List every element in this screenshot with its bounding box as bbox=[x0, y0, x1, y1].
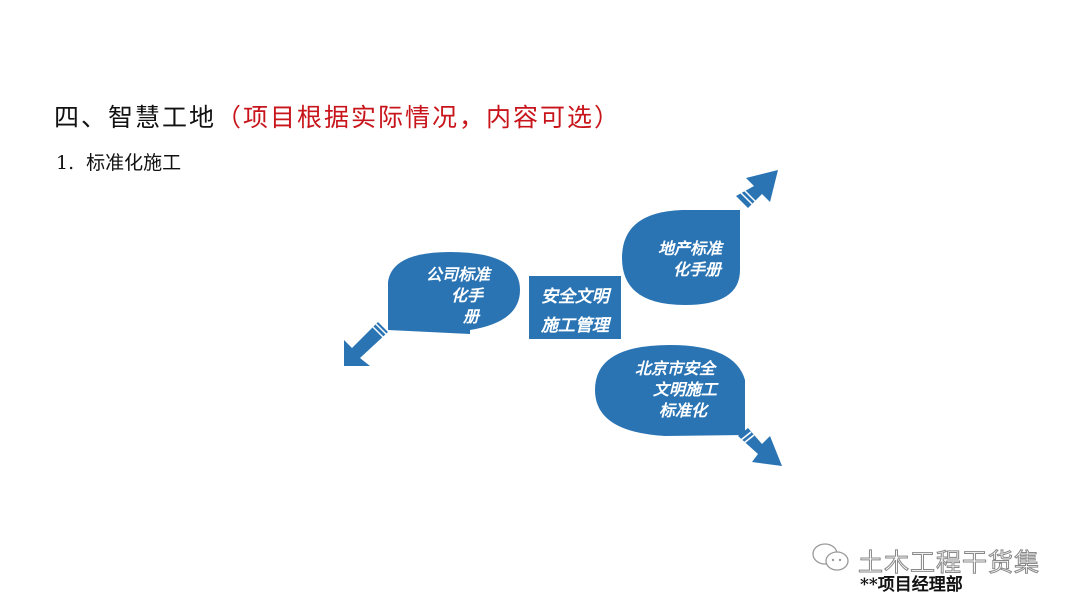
label-line: 文明施工 bbox=[652, 380, 717, 399]
company-node-label: 公司标准 化手 册 bbox=[408, 264, 508, 327]
subheading-number: 1. bbox=[56, 152, 75, 174]
label-line: 地产标准 bbox=[657, 239, 722, 258]
label-line: 公司标准 bbox=[425, 265, 490, 284]
beijing-node-label: 北京市安全 文明施工 标准化 bbox=[620, 358, 730, 421]
label-line: 安全文明 bbox=[541, 287, 609, 307]
realestate-node-label: 地产标准 化手册 bbox=[640, 238, 740, 280]
realestate-bubble bbox=[622, 210, 740, 305]
company-bubble bbox=[388, 252, 520, 334]
section-heading: 四、智慧工地（项目根据实际情况，内容可选） bbox=[54, 98, 621, 134]
subheading-text: 标准化施工 bbox=[86, 152, 182, 174]
wechat-icon bbox=[812, 543, 849, 571]
label-line: 标准化 bbox=[658, 401, 707, 420]
label-line: 化手册 bbox=[672, 260, 721, 279]
department-label: **项目经理部 bbox=[860, 575, 963, 595]
label-line: 施工管理 bbox=[541, 316, 609, 336]
arrow-up-right-icon bbox=[736, 170, 778, 208]
heading-note: （项目根据实际情况，内容可选） bbox=[216, 103, 622, 132]
beijing-bubble bbox=[595, 345, 745, 436]
center-label: 安全文明 施工管理 bbox=[531, 283, 619, 341]
arrow-down-left-icon bbox=[344, 322, 388, 366]
label-line: 北京市安全 bbox=[634, 359, 715, 378]
label-line: 册 bbox=[462, 307, 479, 326]
watermark: 土木工程干货集 bbox=[857, 548, 1041, 578]
heading-title: 四、智慧工地 bbox=[54, 103, 217, 132]
label-line: 化手 bbox=[450, 286, 483, 305]
arrow-down-right-icon bbox=[738, 428, 782, 466]
center-box bbox=[529, 276, 621, 339]
subheading: 1. 标准化施工 bbox=[56, 148, 181, 175]
